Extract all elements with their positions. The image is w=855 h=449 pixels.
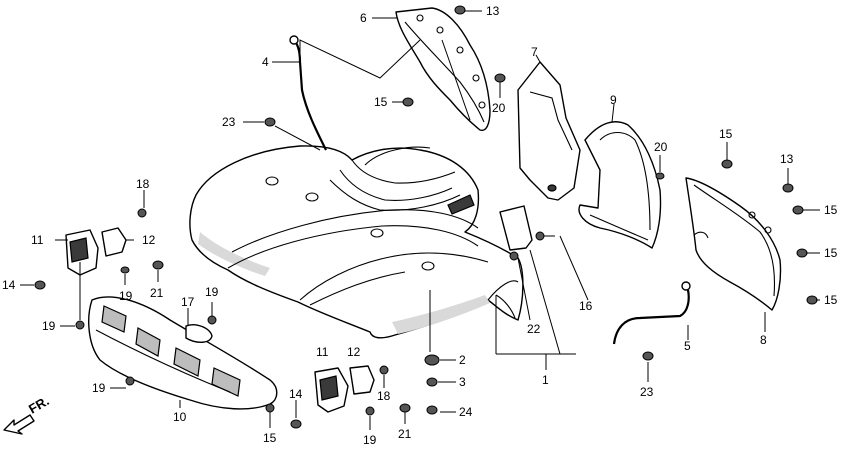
- part-11-bracket-lower: [314, 365, 375, 413]
- part-17-clip: [185, 324, 213, 343]
- front-fender: [189, 145, 524, 339]
- callout-23: 23: [640, 385, 654, 399]
- callout-9: 9: [610, 93, 617, 107]
- callout-16: 16: [579, 299, 593, 313]
- part-9-inner-guard: [578, 121, 662, 249]
- callout-19: 19: [92, 381, 106, 395]
- callout-12: 12: [142, 233, 156, 247]
- callout-19: 19: [205, 285, 219, 299]
- callout-15: 15: [824, 293, 838, 307]
- callout-20: 20: [492, 101, 506, 115]
- part-11-bracket-upper: [65, 227, 127, 276]
- callout-1: 1: [542, 373, 549, 387]
- callout-18: 18: [136, 177, 150, 191]
- callout-11: 11: [31, 233, 44, 247]
- callout-24: 24: [459, 405, 473, 419]
- part-8-side-guard: [685, 177, 782, 311]
- callout-3: 3: [459, 375, 466, 389]
- callout-19: 19: [42, 319, 56, 333]
- part-4-stay: [289, 35, 327, 151]
- callout-numbers: 13 6 4 7 20 15 9 23 15 20 13 18 15 11 12…: [2, 4, 838, 447]
- part-10-grille: [88, 296, 278, 410]
- direction-label: FR.: [26, 393, 52, 416]
- callout-5: 5: [684, 339, 691, 353]
- callout-20: 20: [654, 140, 668, 154]
- callout-18: 18: [377, 389, 391, 403]
- callout-8: 8: [760, 333, 767, 347]
- callout-22: 22: [527, 322, 541, 336]
- callout-11: 11: [316, 345, 329, 359]
- callout-13: 13: [486, 4, 500, 18]
- callout-15: 15: [824, 203, 838, 217]
- callout-23: 23: [222, 115, 236, 129]
- callout-14: 14: [2, 278, 16, 292]
- callout-7: 7: [531, 45, 538, 59]
- callout-14: 14: [289, 387, 303, 401]
- callout-4: 4: [262, 55, 269, 69]
- callout-12: 12: [347, 345, 361, 359]
- callout-15: 15: [824, 246, 838, 260]
- callout-2: 2: [459, 353, 466, 367]
- callout-10: 10: [173, 410, 187, 424]
- part-5-stay: [612, 281, 691, 345]
- part-22-plate: [499, 205, 533, 251]
- front-direction-arrow: FR.: [3, 393, 52, 435]
- callout-21: 21: [150, 286, 164, 300]
- callout-15: 15: [263, 431, 277, 445]
- callout-6: 6: [360, 11, 367, 25]
- callout-19: 19: [363, 433, 377, 447]
- part-6-mudguard: [395, 7, 491, 132]
- part-7-panel: [517, 61, 581, 201]
- leader-lines: [20, 10, 820, 430]
- callout-15: 15: [719, 127, 733, 141]
- callout-19: 19: [119, 289, 133, 303]
- callout-21: 21: [398, 427, 412, 441]
- callout-13: 13: [780, 152, 794, 166]
- callout-15: 15: [374, 95, 388, 109]
- callout-17: 17: [181, 295, 195, 309]
